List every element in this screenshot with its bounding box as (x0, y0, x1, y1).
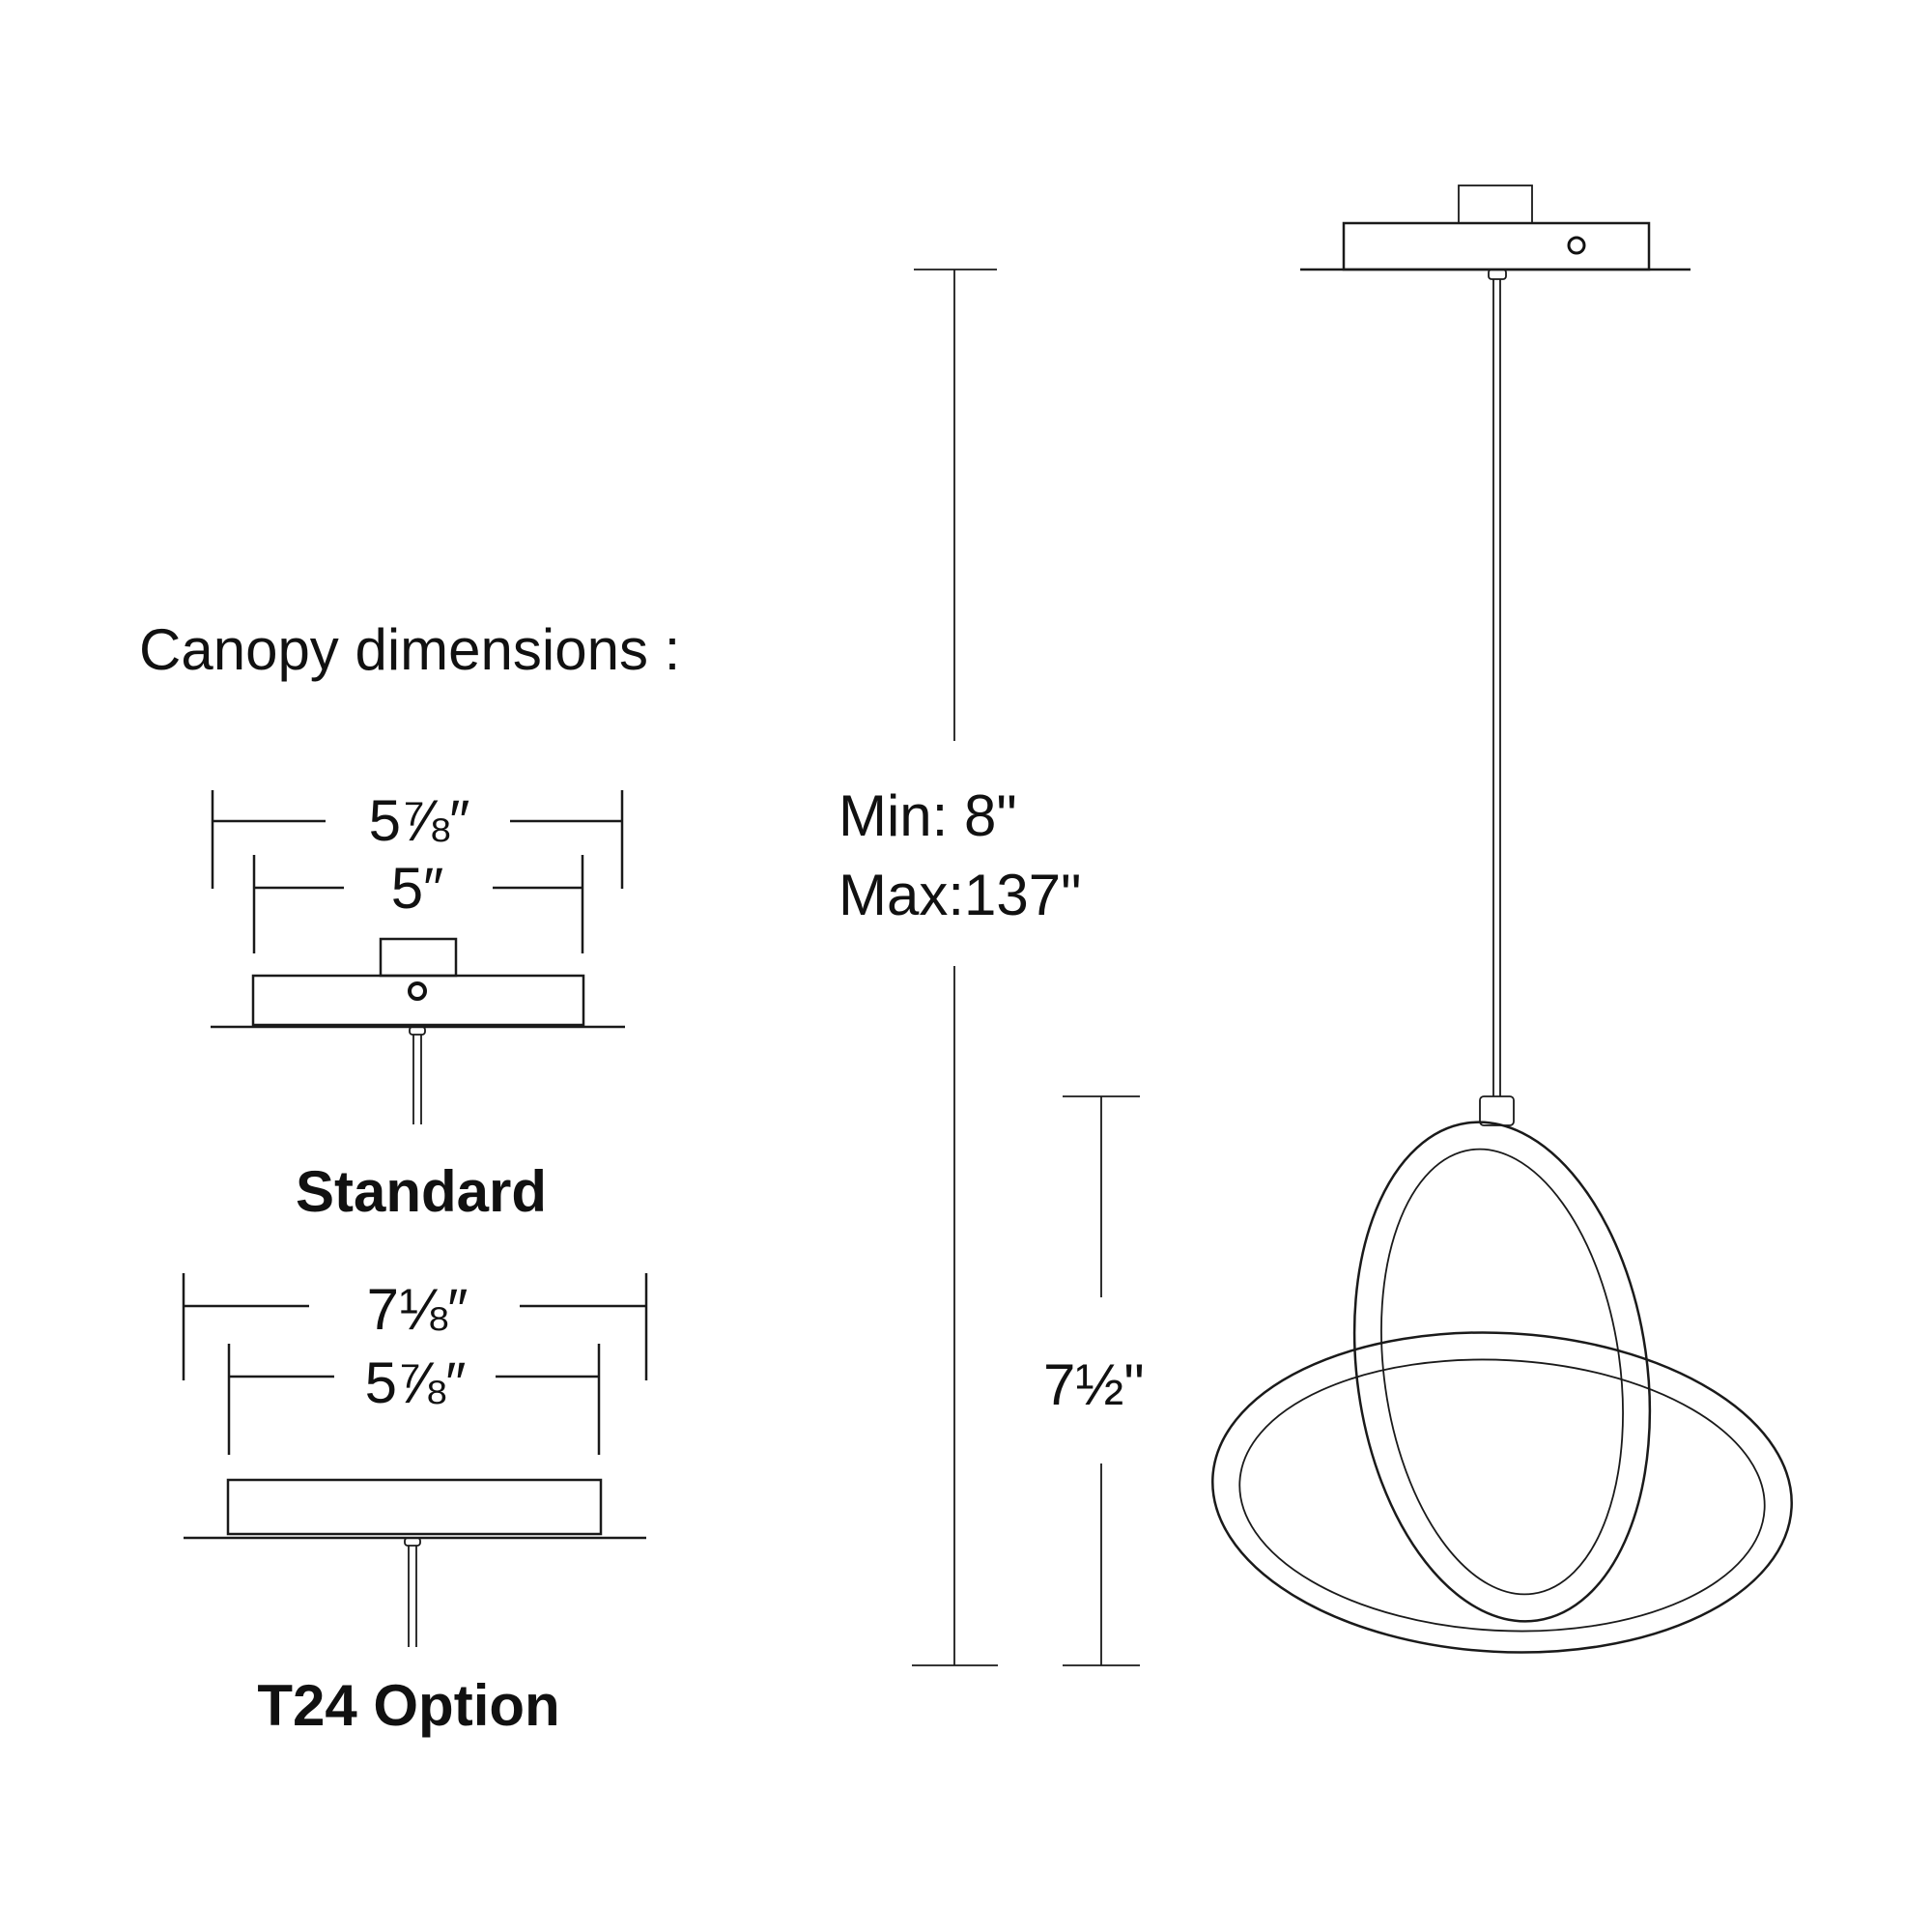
canopy-heading: Canopy dimensions : (139, 617, 680, 682)
standard-cord-grip (409, 1026, 426, 1036)
overall-height-dimension: Min: 8" Max:137" (838, 269, 1081, 1666)
fixture-canopy-box (1342, 221, 1651, 271)
standard-junction-block (379, 937, 458, 978)
fixture-height: 7½" (1043, 1352, 1145, 1417)
pendant-fixture-drawing (1211, 185, 1793, 1654)
knot-led-ring (1211, 1121, 1793, 1654)
standard-inner-dimension: 5″ (252, 855, 584, 953)
t24-canopy-box (226, 1478, 603, 1536)
t24-label: T24 Option (257, 1673, 559, 1738)
screw-icon (1567, 236, 1586, 255)
t24-inner-dimension: 5⅞″ (227, 1344, 601, 1455)
min-height: Min: 8" (838, 783, 1017, 848)
fixture-junction-block (1458, 185, 1533, 224)
max-height: Max:137" (838, 863, 1081, 927)
standard-outer-width: 5⅞″ (369, 788, 470, 853)
standard-canopy-box (251, 974, 585, 1027)
fixture-height-dimension: 7½" (1043, 1095, 1145, 1666)
screw-icon (408, 981, 427, 1001)
t24-inner-width: 5⅞″ (365, 1350, 467, 1415)
standard-label: Standard (296, 1159, 547, 1224)
standard-canopy-diagram: 5⅞″ 5″ Standard (211, 788, 625, 1224)
standard-inner-width: 5″ (391, 856, 444, 921)
t24-outer-width: 7⅛″ (367, 1277, 469, 1342)
t24-canopy-diagram: 7⅛″ 5⅞″ T24 Option (182, 1273, 648, 1738)
standard-outer-dimension: 5⅞″ (211, 788, 624, 889)
t24-cord-grip (404, 1537, 421, 1547)
fixture-connector (1479, 1095, 1515, 1126)
t24-outer-dimension: 7⅛″ (182, 1273, 648, 1380)
